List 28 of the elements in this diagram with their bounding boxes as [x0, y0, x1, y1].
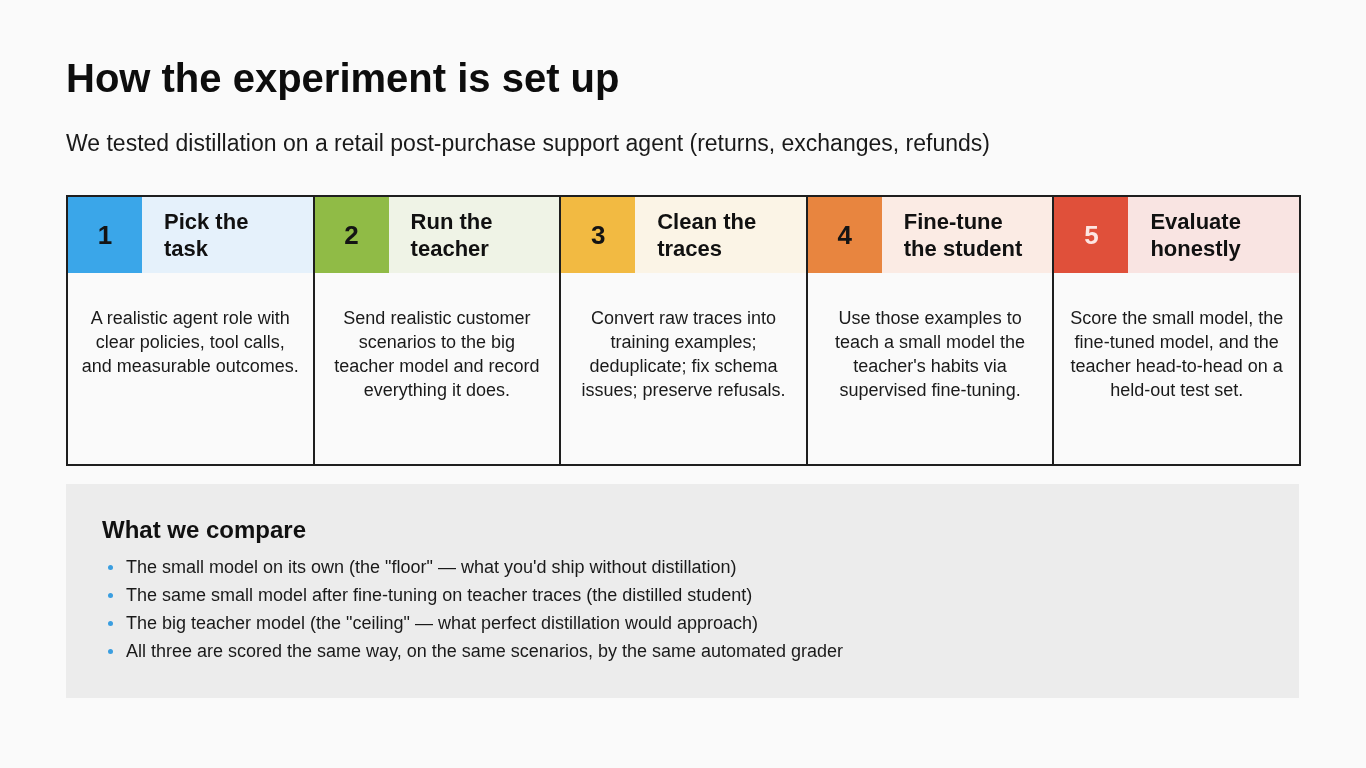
bullet-text: All three are scored the same way, on the same scenarios, by the same automated grader: [126, 640, 844, 663]
bullet-text: The small model on its own (the "floor" — what you'd ship without distillation): [126, 556, 737, 579]
step-card: [805, 195, 1055, 466]
step-description: A realistic agent role with clear policies, tool calls, and measurable outcomes.: [80, 307, 300, 378]
panel-heading: What we compare: [102, 515, 307, 545]
step-description: Score the small model, the fine-tuned model, and the teacher head-to-head on a held-out test set.: [1069, 307, 1285, 402]
step-number: 4: [807, 197, 882, 273]
step-number: 2: [314, 197, 389, 273]
step-number: 5: [1054, 197, 1129, 273]
step-card: [312, 195, 562, 466]
slide-subtitle: We tested distillation on a retail post-purchase support agent (returns, exchanges, refunds): [66, 129, 990, 158]
step-title: Evaluate honestly: [1150, 208, 1242, 262]
step-title: Clean the traces: [657, 208, 758, 262]
comparison-panel: [66, 484, 1299, 698]
step-number: 1: [68, 197, 142, 273]
step-title: Pick the task: [164, 208, 250, 262]
step-description: Use those examples to teach a small model the teacher's habits via supervised fine-tuning.: [834, 307, 1027, 402]
slide-title: How the experiment is set up: [66, 55, 620, 102]
step-title: Fine-tune the student: [903, 208, 1024, 262]
step-number: 3: [561, 197, 636, 273]
step-card: [66, 195, 315, 466]
step-card: [1052, 195, 1301, 466]
step-description: Convert raw traces into training examples; deduplicate; fix schema issues; preserve refusals.: [580, 307, 787, 402]
bullet-text: The same small model after fine-tuning on teacher traces (the distilled student): [126, 584, 753, 607]
bullet-text: The big teacher model (the "ceiling" — what perfect distillation would approach): [126, 612, 759, 635]
step-description: Send realistic customer scenarios to the big teacher model and record everything it does.: [333, 307, 541, 402]
step-title: Run the teacher: [410, 208, 494, 262]
step-card: [559, 195, 808, 466]
